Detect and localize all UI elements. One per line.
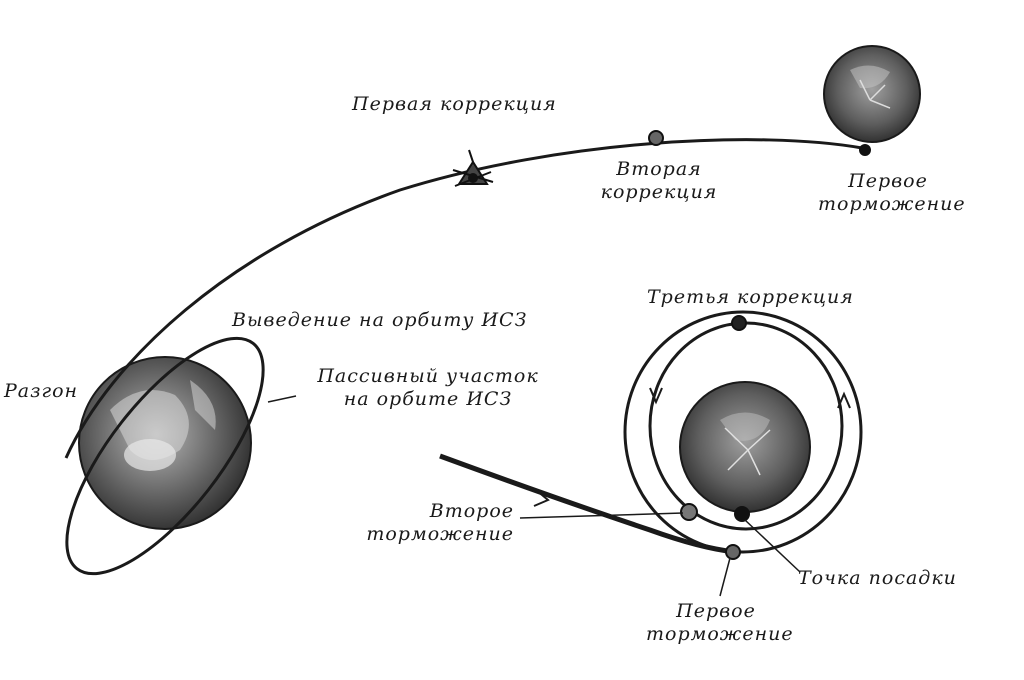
approach-arrow <box>533 489 550 507</box>
second-correction-marker <box>648 130 664 146</box>
label-first-braking-top: Первое торможение <box>818 170 966 216</box>
label-second-braking-line2: торможение <box>366 523 514 545</box>
label-second-braking: Второе торможение <box>362 500 514 546</box>
label-first-braking-top-line1: Первое <box>848 170 928 192</box>
label-acceleration: Разгон <box>4 380 79 402</box>
leader-second-braking <box>519 512 684 519</box>
moon-top <box>823 45 921 143</box>
earth <box>78 356 252 530</box>
label-third-correction: Третья коррекция <box>647 286 854 308</box>
earth-parking-orbit <box>65 336 265 576</box>
label-second-braking-line1: Второе <box>429 500 514 522</box>
label-first-correction: Первая коррекция <box>352 93 557 115</box>
label-passive-segment-line2: на орбите ИСЗ <box>343 388 513 410</box>
label-second-correction-line1: Вторая <box>616 158 702 180</box>
lunar-orbit-outer <box>623 310 863 554</box>
label-second-correction-line2: коррекция <box>600 181 718 203</box>
spacecraft-icon <box>452 149 494 187</box>
label-second-correction: Вторая коррекция <box>594 158 724 204</box>
second-braking-marker <box>680 503 698 521</box>
label-landing-point: Точка посадки <box>798 567 957 589</box>
third-correction-marker <box>731 315 747 331</box>
approach-trajectory <box>439 453 736 555</box>
first-braking-marker-bottom <box>725 544 741 560</box>
landing-point-marker <box>734 506 750 522</box>
transfer-trajectory <box>64 138 863 459</box>
label-passive-segment: Пассивный участок на орбите ИСЗ <box>298 365 558 411</box>
label-first-braking-bottom: Первое торможение <box>646 600 794 646</box>
moon-bottom <box>679 381 811 513</box>
leader-first-braking-bottom <box>719 557 731 597</box>
leader-landing-point <box>744 519 801 573</box>
orbit-arrow-right <box>837 391 851 409</box>
label-first-braking-top-line2: торможение <box>818 193 966 215</box>
leader-passive-segment <box>267 395 297 403</box>
label-orbit-insertion: Выведение на орбиту ИСЗ <box>232 309 528 331</box>
label-first-braking-bottom-line2: торможение <box>646 623 794 645</box>
orbit-arrow-left <box>649 387 663 405</box>
label-passive-segment-line1: Пассивный участок <box>317 365 539 387</box>
first-braking-marker-top <box>859 144 871 156</box>
label-first-braking-bottom-line1: Первое <box>676 600 756 622</box>
